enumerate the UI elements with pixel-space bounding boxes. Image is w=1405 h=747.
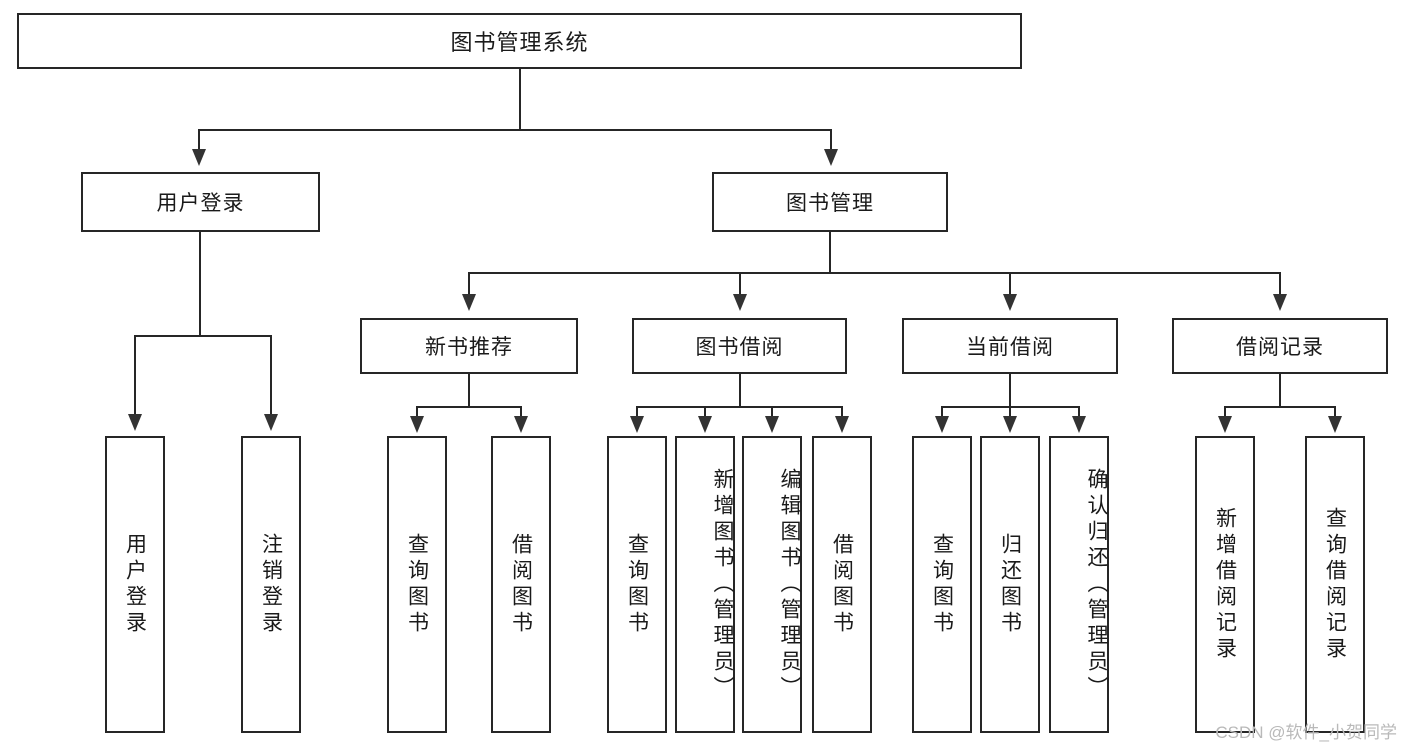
- connector-bookborrow-drop-2: [704, 406, 706, 418]
- connector-bookborrow-drop-1: [636, 406, 638, 418]
- node-label: 借阅图书: [830, 532, 854, 637]
- connector-bookborrow-bus: [636, 406, 843, 408]
- node-label: 查询图书: [405, 532, 429, 637]
- arrowhead-newbook-leaf-2: [514, 416, 528, 433]
- leaf-confirm-return-admin[interactable]: 确认归还（管理员）: [1049, 436, 1109, 733]
- connector-bookmgmt-stem: [829, 232, 831, 273]
- node-label: 当前借阅: [966, 336, 1054, 359]
- connector-currentborrow-drop-2: [1009, 406, 1011, 418]
- connector-userlogin-bus: [134, 335, 271, 337]
- connector-bookmgmt-bus: [468, 272, 1280, 274]
- node-label: 注销登录: [259, 532, 283, 637]
- connector-newbook-stem: [468, 374, 470, 407]
- leaf-user-login[interactable]: 用户登录: [105, 436, 165, 733]
- connector-borrowrecord-bus: [1224, 406, 1336, 408]
- node-label: 新书推荐: [425, 336, 513, 359]
- connector-currentborrow-drop-1: [941, 406, 943, 418]
- connector-bookmgmt-drop-4: [1279, 272, 1281, 296]
- node-label: 图书管理: [786, 192, 874, 215]
- connector-root-bus: [198, 129, 832, 131]
- connector-userlogin-drop-2: [270, 335, 272, 416]
- connector-bookmgmt-drop-3: [1009, 272, 1011, 296]
- connector-root-to-userlogin: [198, 129, 200, 151]
- arrowhead-to-current-borrow: [1003, 294, 1017, 311]
- node-label: 借阅图书: [509, 532, 533, 637]
- arrowhead-bookborrow-leaf-4: [835, 416, 849, 433]
- arrowhead-to-new-book: [462, 294, 476, 311]
- node-book-management[interactable]: 图书管理: [712, 172, 948, 232]
- node-label: 新增图书（管理员）: [711, 467, 734, 702]
- arrowhead-currentborrow-leaf-2: [1003, 416, 1017, 433]
- node-label: 借阅记录: [1236, 336, 1324, 359]
- connector-root-stem: [519, 69, 521, 130]
- node-current-borrow[interactable]: 当前借阅: [902, 318, 1118, 374]
- leaf-edit-book-admin[interactable]: 编辑图书（管理员）: [742, 436, 802, 733]
- arrowhead-borrowrecord-leaf-2: [1328, 416, 1342, 433]
- connector-currentborrow-drop-3: [1078, 406, 1080, 418]
- connector-newbook-drop-1: [416, 406, 418, 418]
- leaf-query-book-recommend[interactable]: 查询图书: [387, 436, 447, 733]
- node-label: 编辑图书（管理员）: [778, 467, 801, 702]
- node-label: 用户登录: [123, 532, 147, 637]
- node-root-system[interactable]: 图书管理系统: [17, 13, 1022, 69]
- node-label: 归还图书: [998, 532, 1022, 637]
- leaf-query-borrow-record[interactable]: 查询借阅记录: [1305, 436, 1365, 733]
- arrowhead-to-borrow-record: [1273, 294, 1287, 311]
- connector-bookborrow-drop-3: [771, 406, 773, 418]
- node-book-borrow[interactable]: 图书借阅: [632, 318, 847, 374]
- connector-borrowrecord-drop-2: [1334, 406, 1336, 418]
- arrowhead-currentborrow-leaf-1: [935, 416, 949, 433]
- node-label: 新增借阅记录: [1213, 506, 1237, 663]
- leaf-query-book-current[interactable]: 查询图书: [912, 436, 972, 733]
- node-user-login[interactable]: 用户登录: [81, 172, 320, 232]
- connector-bookborrow-stem: [739, 374, 741, 407]
- arrowhead-to-book-borrow: [733, 294, 747, 311]
- node-label: 查询图书: [930, 532, 954, 637]
- leaf-borrow-book[interactable]: 借阅图书: [812, 436, 872, 733]
- node-label: 确认归还（管理员）: [1085, 467, 1108, 702]
- connector-newbook-bus: [416, 406, 522, 408]
- node-label: 图书借阅: [695, 336, 784, 359]
- arrowhead-bookborrow-leaf-2: [698, 416, 712, 433]
- arrowhead-to-bookmgmt: [824, 149, 838, 166]
- arrowhead-newbook-leaf-1: [410, 416, 424, 433]
- connector-userlogin-drop-1: [134, 335, 136, 416]
- arrowhead-to-userlogin: [192, 149, 206, 166]
- connector-bookmgmt-drop-1: [468, 272, 470, 296]
- arrowhead-userlogin-leaf-2: [264, 414, 278, 431]
- leaf-query-book-borrow[interactable]: 查询图书: [607, 436, 667, 733]
- node-label: 用户登录: [156, 192, 245, 215]
- leaf-add-borrow-record[interactable]: 新增借阅记录: [1195, 436, 1255, 733]
- node-label: 图书管理系统: [450, 30, 589, 55]
- connector-userlogin-stem: [199, 232, 201, 336]
- leaf-logout[interactable]: 注销登录: [241, 436, 301, 733]
- connector-root-to-bookmgmt: [830, 129, 832, 151]
- node-borrow-record[interactable]: 借阅记录: [1172, 318, 1388, 374]
- leaf-add-book-admin[interactable]: 新增图书（管理员）: [675, 436, 735, 733]
- arrowhead-borrowrecord-leaf-1: [1218, 416, 1232, 433]
- node-label: 查询借阅记录: [1323, 506, 1347, 663]
- leaf-borrow-book-recommend[interactable]: 借阅图书: [491, 436, 551, 733]
- arrowhead-bookborrow-leaf-1: [630, 416, 644, 433]
- connector-borrowrecord-stem: [1279, 374, 1281, 407]
- csdn-watermark: CSDN @软件_小贺同学: [1215, 723, 1397, 742]
- arrowhead-bookborrow-leaf-3: [765, 416, 779, 433]
- node-new-book-recommend[interactable]: 新书推荐: [360, 318, 578, 374]
- connector-currentborrow-stem: [1009, 374, 1011, 407]
- node-label: 查询图书: [625, 532, 649, 637]
- connector-bookborrow-drop-4: [841, 406, 843, 418]
- connector-borrowrecord-drop-1: [1224, 406, 1226, 418]
- connector-newbook-drop-2: [520, 406, 522, 418]
- arrowhead-userlogin-leaf-1: [128, 414, 142, 431]
- connector-bookmgmt-drop-2: [739, 272, 741, 296]
- leaf-return-book[interactable]: 归还图书: [980, 436, 1040, 733]
- arrowhead-currentborrow-leaf-3: [1072, 416, 1086, 433]
